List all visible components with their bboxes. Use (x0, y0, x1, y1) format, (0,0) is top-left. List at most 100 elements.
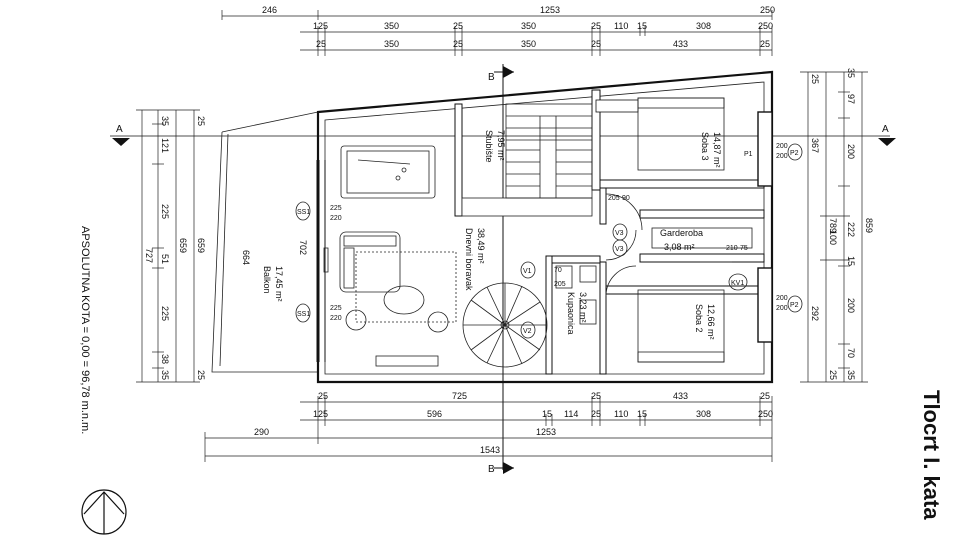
dim-bot3-290: 290 (254, 427, 269, 437)
top-dimensions (221, 10, 773, 56)
symbol-v2: V2 (523, 328, 532, 335)
right-dimensions (800, 71, 868, 383)
dim-left-121: 121 (160, 138, 170, 153)
section-b-top-label: B (488, 72, 495, 83)
dim-right-200a: 200 (846, 144, 856, 159)
symbol-v3-a: V3 (615, 230, 624, 237)
building-walls (211, 70, 774, 384)
room-label-soba2: Soba 2 12,66 m² (694, 304, 716, 340)
kupaonica-area: 3,23 m² (578, 292, 588, 323)
dim-bot2-110: 110 (614, 409, 628, 419)
dim-bot2-125: 125 (313, 409, 328, 419)
dim-right-367: 367 (810, 138, 820, 153)
dim-right-222: 222 (846, 222, 856, 237)
garderoba-area: 3,08 m² (664, 242, 695, 252)
opening-w1: 225 (330, 205, 342, 212)
dim-right-25a: 25 (810, 74, 820, 84)
dim-bot2-114: 114 (564, 409, 578, 419)
soba3-area: 14,87 m² (712, 132, 722, 168)
dnevni-area: 38,49 m² (476, 228, 486, 264)
section-a-left-label: A (116, 124, 123, 135)
dim-top-246: 246 (262, 5, 277, 15)
symbol-p1: P1 (744, 151, 753, 158)
dim-right-100: 100 (828, 230, 838, 245)
dim-left-25b: 25 (196, 370, 206, 380)
spiral-staircase (462, 282, 548, 368)
dim-left-659b: 659 (196, 238, 206, 253)
dim-left-25a: 25 (196, 116, 206, 126)
symbol-v1: V1 (523, 268, 532, 275)
dim-top2-15: 15 (637, 21, 647, 31)
dim-left-659a: 659 (178, 238, 188, 253)
dim-bot1-25c: 25 (760, 391, 770, 401)
staircase-straight (505, 103, 593, 199)
left-dimensions (136, 109, 200, 383)
dim-right-70: 70 (846, 348, 856, 358)
section-b-bottom-label: B (488, 464, 495, 475)
dnevni-name: Dnevni boravak (464, 228, 474, 291)
bedroom-fixtures (637, 97, 753, 363)
north-arrow-icon (81, 489, 127, 535)
stubiste-name: Stubište (484, 130, 494, 163)
dim-top2-125: 125 (313, 21, 328, 31)
dim-bot2-15b: 15 (637, 409, 647, 419)
garderoba-name: Garderoba (660, 228, 703, 238)
kupaonica-name: Kupaonica (566, 292, 576, 335)
dim-right-col1: 25 367 100 292 25 (810, 74, 838, 380)
dim-left-38: 38 (160, 354, 170, 364)
opening-d3b: 205 (554, 281, 566, 288)
opening-w3: 200 (776, 143, 788, 150)
section-marker-b-bottom (494, 462, 514, 474)
dim-top-250: 250 (760, 5, 775, 15)
opening-w2: 225 (330, 305, 342, 312)
opening-w1b: 220 (330, 215, 342, 222)
opening-d2b: 75 (740, 245, 748, 252)
dim-right-292: 292 (810, 306, 820, 321)
dim-bot1-25b: 25 (591, 391, 601, 401)
dim-top2-110: 110 (614, 21, 628, 31)
soba3-name: Soba 3 (700, 132, 710, 161)
dim-bot4-1543: 1543 (480, 445, 500, 455)
dim-bot2-308: 308 (696, 409, 711, 419)
opening-d2: 210 (726, 245, 738, 252)
drawing-title: Tlocrt I. kata (919, 390, 944, 520)
section-a-right-label: A (882, 124, 889, 135)
dim-right-789: 789 (828, 218, 838, 233)
symbol-ss1-a: SS1 (297, 209, 310, 216)
opening-d3: 70 (554, 267, 562, 274)
dim-top3-25c: 25 (591, 39, 601, 49)
bottom-dimensions (204, 396, 773, 462)
door-swings (605, 193, 732, 297)
balkon-name: Balkon (262, 266, 272, 294)
dim-bot1-725: 725 (452, 391, 467, 401)
dim-balkon-664: 664 (241, 250, 251, 265)
opening-w4b: 200 (776, 305, 788, 312)
symbol-kv1: KV1 (731, 280, 744, 287)
dim-top3-433: 433 (673, 39, 688, 49)
dim-left-225a: 225 (160, 204, 170, 219)
section-marker-b-top (494, 64, 514, 470)
dim-bot3-1253: 1253 (536, 427, 556, 437)
dim-top2-250: 250 (758, 21, 773, 31)
opening-w4: 200 (776, 295, 788, 302)
dim-bot2-25: 25 (591, 409, 601, 419)
dim-bot2-15a: 15 (542, 409, 552, 419)
room-label-dnevni: Dnevni boravak 38,49 m² (464, 228, 486, 291)
section-marker-a-right (878, 138, 896, 146)
dim-bot1-433: 433 (673, 391, 688, 401)
soba2-name: Soba 2 (694, 304, 704, 333)
living-furniture (323, 231, 457, 367)
dim-right-15: 15 (846, 256, 856, 266)
dim-left-col2: 35 121 225 51 225 38 35 (160, 116, 170, 380)
opening-labels: 225 220 225 220 200 200 200 200 205 90 2… (330, 143, 788, 322)
dim-balkon-702: 702 (298, 240, 308, 255)
dim-top3-25b: 25 (453, 39, 463, 49)
dim-bot1-25a: 25 (318, 391, 328, 401)
dim-top-1253: 1253 (540, 5, 560, 15)
dim-left-225b: 225 (160, 306, 170, 321)
balkon-area: 17,45 m² (274, 266, 284, 302)
dim-right-859: 859 (864, 218, 874, 233)
dim-left-727-wrap: 727 (144, 248, 154, 263)
room-label-balkon: Balkon 17,45 m² (262, 266, 284, 302)
